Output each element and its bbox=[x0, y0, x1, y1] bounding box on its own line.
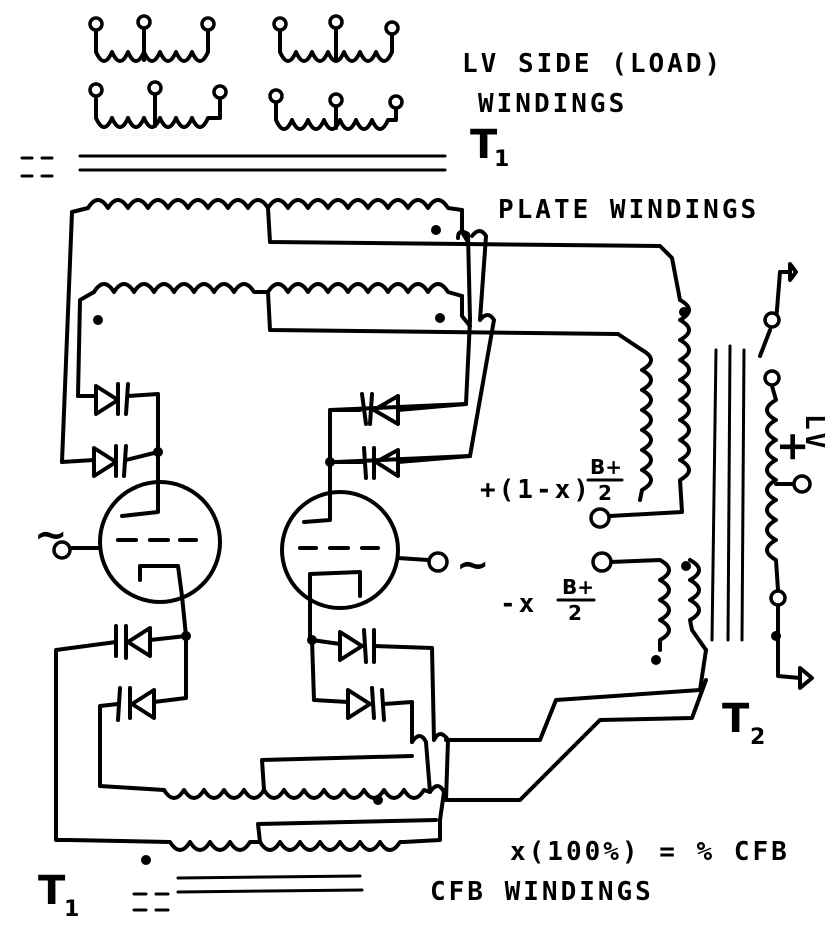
plate-winding-lower bbox=[76, 282, 644, 398]
t1-bottom-core bbox=[132, 874, 364, 912]
t2-core bbox=[710, 344, 746, 642]
right-input: ~ bbox=[427, 542, 490, 588]
lower-right-diodes bbox=[307, 628, 434, 744]
plate-windings-label: PLATE WINDINGS bbox=[498, 195, 759, 225]
t2-label: T bbox=[722, 696, 750, 742]
cfb-windings-label: CFB WINDINGS bbox=[430, 877, 654, 907]
t1-top-label-sub: 1 bbox=[494, 147, 509, 172]
cfb-crossovers bbox=[402, 646, 708, 844]
cfb-formula: x(100%) = % CFB bbox=[510, 837, 790, 867]
lv-side-label: LV SIDE (LOAD) bbox=[462, 49, 723, 79]
plus-coefficient-label: +(1-x) bbox=[480, 475, 592, 505]
left-input: ~ bbox=[34, 512, 72, 560]
t1-top-core bbox=[20, 154, 447, 178]
upper-left-diodes bbox=[60, 382, 163, 478]
right-tube bbox=[280, 460, 430, 642]
lv-winding-2 bbox=[272, 14, 400, 63]
lv-side-windings bbox=[88, 14, 404, 131]
minus-coefficient-label: -x bbox=[500, 589, 537, 619]
t1-bottom-label: T bbox=[38, 868, 66, 914]
t2-secondary bbox=[758, 262, 814, 690]
t1-top-label: T bbox=[470, 122, 498, 168]
lower-left-diodes bbox=[54, 624, 191, 842]
lv-label: LV bbox=[799, 414, 829, 451]
t2-primary-lower bbox=[591, 551, 708, 665]
left-tube bbox=[68, 450, 222, 638]
minus-b-den: 2 bbox=[568, 601, 582, 625]
plus-b-den: 2 bbox=[598, 481, 612, 505]
left-input-symbol: ~ bbox=[34, 512, 68, 558]
right-input-symbol: ~ bbox=[456, 542, 490, 588]
upper-right-diodes bbox=[325, 392, 472, 480]
minus-b-label: B+ bbox=[562, 575, 594, 599]
lv-windings-label: WINDINGS bbox=[478, 89, 627, 119]
plate-winding-upper bbox=[60, 198, 682, 464]
cfb-winding-lower bbox=[66, 818, 438, 865]
t2-primary-upper bbox=[589, 298, 691, 529]
plate-crossovers bbox=[328, 229, 496, 464]
t2-label-sub: 2 bbox=[750, 725, 765, 750]
lv-winding-3 bbox=[88, 80, 228, 129]
cfb-winding-upper bbox=[162, 754, 432, 805]
t1-bottom-label-sub: 1 bbox=[64, 897, 79, 922]
lv-winding-4 bbox=[268, 88, 404, 131]
plus-b-label: B+ bbox=[590, 455, 622, 479]
lv-winding-1 bbox=[88, 14, 216, 63]
lv-plus-label: + bbox=[770, 430, 816, 464]
